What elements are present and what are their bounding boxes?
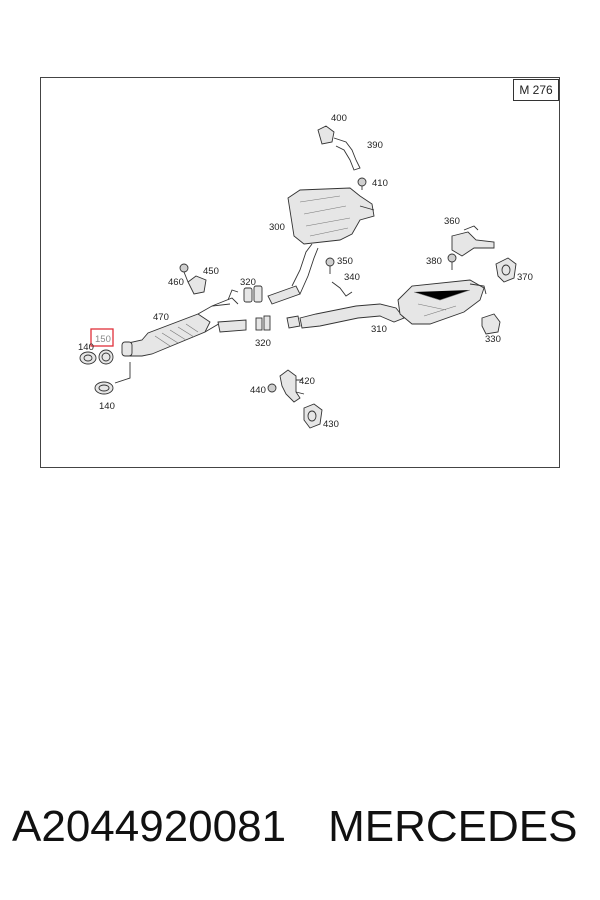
label-320a: 320 <box>240 277 256 288</box>
bolt-380[interactable] <box>447 253 457 270</box>
bracket-460-450[interactable] <box>179 263 207 295</box>
model-code-badge: M 276 <box>513 79 559 101</box>
clamp-140-left[interactable] <box>79 351 97 365</box>
part-number: A2044920081 <box>12 802 287 851</box>
hanger-440-420[interactable] <box>267 369 305 403</box>
rear-muffler[interactable] <box>397 279 487 325</box>
brand-name: MERCEDES <box>328 802 578 851</box>
label-150: 150 <box>95 334 111 345</box>
clamp-150[interactable] <box>98 349 114 365</box>
highlight-box-150 <box>90 328 114 347</box>
pipe-section-middle[interactable] <box>217 315 301 333</box>
clip-340[interactable] <box>331 281 353 297</box>
label-320b: 320 <box>255 338 271 349</box>
rear-pipe-310[interactable] <box>299 303 405 329</box>
label-140b: 140 <box>99 401 115 412</box>
exhaust-diagram-frame <box>40 77 560 468</box>
label-450: 450 <box>203 266 219 277</box>
rubber-mount-370[interactable] <box>495 257 517 283</box>
rubber-mount-430[interactable] <box>303 403 323 429</box>
label-390: 390 <box>367 140 383 151</box>
label-460: 460 <box>168 277 184 288</box>
middle-muffler-300[interactable] <box>287 187 375 245</box>
label-410: 410 <box>372 178 388 189</box>
label-470: 470 <box>153 312 169 323</box>
leader-140-bottom <box>114 362 131 384</box>
label-310: 310 <box>371 324 387 335</box>
label-140a: 140 <box>78 342 94 353</box>
hanger-320-top <box>227 289 239 301</box>
label-300: 300 <box>269 222 285 233</box>
hanger-400-390[interactable] <box>317 125 367 190</box>
label-380: 380 <box>426 256 442 267</box>
label-340: 340 <box>344 272 360 283</box>
clamp-320-upper[interactable] <box>243 285 263 303</box>
hanger-360[interactable] <box>451 225 495 257</box>
footer-caption: A2044920081 MERCEDES <box>12 802 600 852</box>
label-430: 430 <box>323 419 339 430</box>
bolt-350[interactable] <box>325 257 335 274</box>
intermediate-pipe[interactable] <box>267 243 319 305</box>
label-360: 360 <box>444 216 460 227</box>
label-330: 330 <box>485 334 501 345</box>
label-370: 370 <box>517 272 533 283</box>
label-420: 420 <box>299 376 315 387</box>
label-440: 440 <box>250 385 266 396</box>
label-400: 400 <box>331 113 347 124</box>
catalytic-converter-470[interactable] <box>121 297 240 357</box>
buffer-330[interactable] <box>481 313 501 335</box>
clamp-140-bottom[interactable] <box>94 381 114 395</box>
clamp-320-lower[interactable] <box>255 315 271 331</box>
label-350: 350 <box>337 256 353 267</box>
